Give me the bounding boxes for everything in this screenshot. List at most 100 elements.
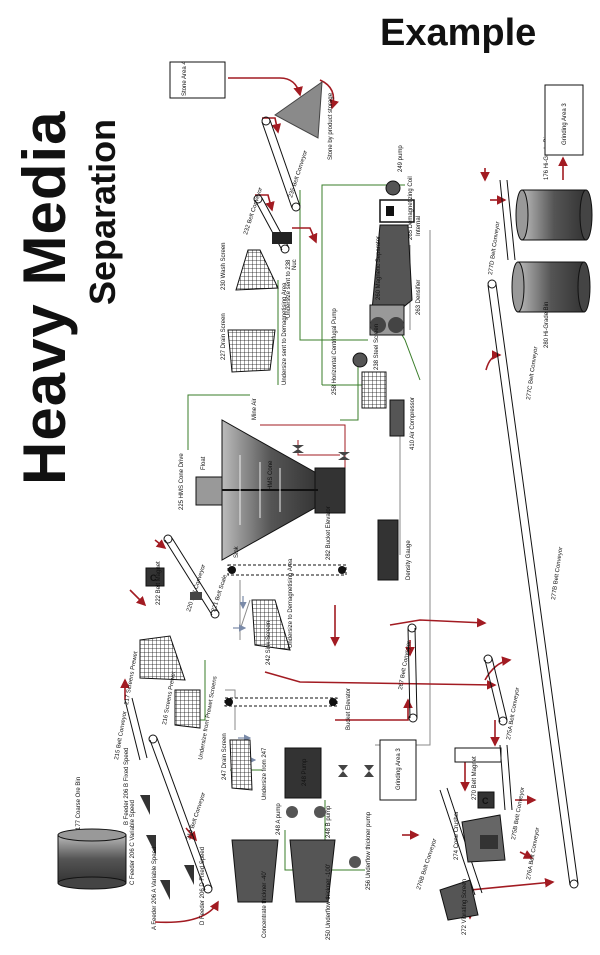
prewet-217-label: 217 Screens Prewet — [124, 651, 139, 706]
pump-258-label: 258 Horizontal Centrifugal Pump — [332, 308, 338, 395]
pump-249-icon — [385, 180, 401, 196]
conveyor-277d-label: 277D Belt Conveyor — [488, 221, 501, 275]
feeder-a-label: A Feeder 206 A Variable Speed — [152, 847, 158, 930]
belt-magnet-270-label: 270 Belt Magnet — [472, 756, 478, 800]
drain-screen-247-label: 247 Drain Screen — [222, 733, 228, 780]
conveyor-235-label: 235 Belt Conveyor — [288, 150, 309, 199]
underflow-thickener-label: 250 Underflow thickner -100' — [326, 864, 332, 940]
pump-248b-icon — [314, 806, 326, 818]
demag-coil-icon — [386, 206, 394, 216]
feeder-b-icon — [140, 795, 150, 815]
valve-icon — [338, 765, 348, 777]
underflow-pump-icon — [349, 856, 361, 868]
conveyor-277b-label: 277B Belt Conveyor — [551, 547, 564, 601]
stone-pile-icon — [274, 80, 323, 139]
pump-249-label: 249 pump — [398, 145, 404, 172]
steel-screen-238-icon — [361, 371, 387, 409]
pump-248a-label: 248 A pump — [276, 803, 282, 835]
pump-248-icon — [284, 747, 322, 799]
bucket-elevator-282-label: 282 Bucket Elevator — [326, 506, 332, 560]
bucket-elevator-icon — [224, 697, 338, 707]
prewet-216-icon — [174, 689, 201, 729]
conveyor-215-icon — [124, 697, 148, 761]
air-compressor-label: 410 Air Compressor — [410, 397, 416, 450]
stone-storage-label: Stone by product storage — [328, 92, 334, 160]
drain-screen-227-icon — [227, 329, 276, 373]
coarse-ore-bin-icon — [57, 828, 127, 890]
grinding-area-box — [379, 739, 417, 801]
vibrating-screen-icon — [439, 879, 479, 921]
demag-coil-box — [379, 199, 415, 223]
cone-crusher-icon — [461, 814, 506, 863]
conveyor-235-icon — [261, 116, 301, 212]
magnetic-separator-label: 260 Magnetic Separator — [376, 236, 382, 300]
drain-screen-227-label: 227 Drain Screen — [221, 313, 227, 360]
internal-label: Internal — [416, 216, 422, 236]
conveyor-276b-label: 276B Belt Conveyor — [416, 838, 438, 891]
wash-screen-230-label: 230 Wash Screen — [221, 243, 227, 290]
belt-magnet-222-label: 222 Belt Magnet — [156, 561, 162, 605]
cone-drive-label: 225 HMS Cone Drive — [179, 453, 185, 510]
belt-scale-label: 221 Belt Scale — [211, 573, 229, 612]
steel-screen-238-label: 238 Steel Screen — [374, 324, 380, 370]
air-compressor-icon — [389, 399, 405, 437]
stone-area-box — [169, 61, 226, 99]
vibrating-screen-label: 272 Vibrating Screen — [462, 879, 468, 935]
prewet-217-icon — [139, 635, 186, 681]
pump-248b-label: 248 B pump — [326, 805, 332, 838]
conveyor-214-icon — [148, 734, 213, 894]
feeder-c-label: C Feeder 206 C Variable Speed — [130, 800, 136, 885]
conveyor-275a-icon — [483, 654, 508, 726]
conveyor-220-icon — [163, 534, 220, 619]
feeder-b-label: B Feeder 206 B Fixed Speed — [124, 748, 130, 825]
example-heading: Example — [380, 12, 537, 54]
conveyor-277b-icon — [487, 279, 579, 889]
demag-coil-label: 265 Demagnetizing Coil — [408, 176, 414, 240]
feeder-c-icon — [146, 835, 156, 855]
wash-screen-230-icon — [235, 249, 279, 291]
magnetic-separator-icon — [369, 304, 405, 336]
feeder-a-icon — [160, 880, 170, 900]
conveyor-275b-label: 275B Belt Conveyor — [511, 787, 526, 841]
nuclear-gauge-icon — [272, 232, 292, 244]
belt-magnet-270-icon — [477, 791, 495, 809]
undersize-demag2-label: Undersize to Demagnetising Area — [288, 558, 294, 648]
drain-screen-247-icon — [229, 739, 253, 791]
grinding-area-top-box — [544, 84, 584, 156]
grinding-area-3b-label: Grinding Area 3 — [396, 748, 402, 790]
ore-flow-arrows — [120, 77, 568, 924]
belt-magnet-222-letter: C — [150, 573, 157, 583]
conveyor-277c-label: 277C Belt Conveyor — [526, 346, 539, 400]
undersize-247-label: Undersize from 247 — [262, 747, 268, 800]
valve-icon — [338, 452, 350, 460]
pump-258-icon — [352, 352, 368, 368]
hms-cone-label: HMS Cone — [268, 460, 274, 490]
belt-magnet-222-icon — [145, 567, 165, 587]
mine-air-label: Mine Air — [252, 398, 258, 420]
undersize-238-label: Undersize sent to 238 — [286, 259, 292, 318]
sink-label: Sink — [234, 545, 240, 558]
hi-grade-bin-176-label: 176 Hi-Grade Bin — [544, 134, 550, 180]
nuc-label: Nuc — [292, 259, 298, 270]
underflow-pump-label: 256 Underflow thickner pump — [366, 811, 372, 890]
float-label: Float — [201, 456, 207, 470]
sink-screen-242-icon — [251, 599, 291, 651]
bucket-elevator-label: Bucket Elevator — [346, 688, 352, 730]
densifier-label: 263 Densifier — [416, 280, 422, 315]
stone-area-label: Stone Area 4 — [182, 61, 188, 96]
conveyor-267-icon — [407, 623, 418, 723]
conveyor-214-label: 214 Belt Conveyor — [186, 792, 207, 841]
conveyor-276a-label: 276A Belt Conveyor — [526, 827, 541, 880]
feeder-d-icon — [184, 865, 194, 885]
coarse-ore-bin-label: 177 Coarse Ore Bin — [76, 777, 82, 830]
belt-scale-icon — [190, 592, 202, 600]
hi-grade-bin-280-label: 280 Hi-Grade Bin — [544, 302, 550, 348]
underflow-thickener-icon — [289, 839, 336, 903]
valve-icon — [292, 445, 304, 453]
pump-248-label: 248 Pump — [302, 758, 308, 786]
conveyor-275b-icon — [499, 744, 513, 811]
fines-arrows — [233, 596, 257, 764]
hi-grade-bin-176-icon — [515, 189, 593, 241]
undersize-demag-label: Undersize sent to Demagnetising Area — [282, 282, 288, 385]
